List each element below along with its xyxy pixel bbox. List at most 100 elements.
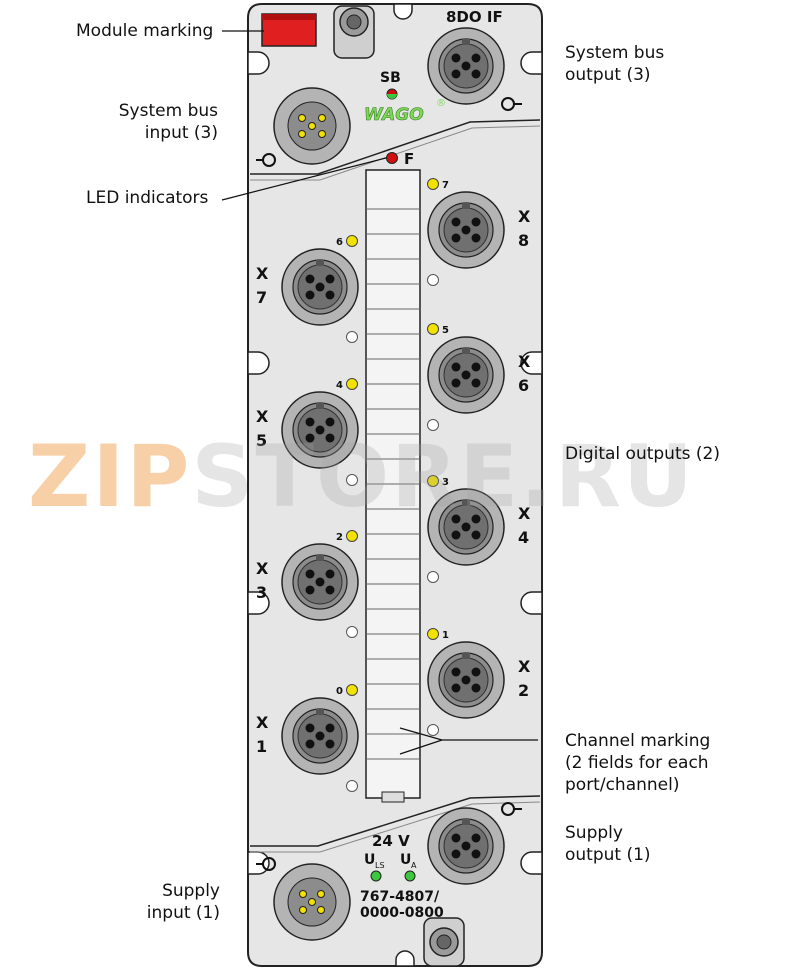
callout-system-bus-input: System bus input (3)	[100, 100, 218, 144]
connector-pin	[305, 290, 315, 300]
port-connector-x7	[281, 248, 359, 326]
supply-output-arrow-icon	[501, 802, 522, 816]
sb-label: SB	[380, 70, 401, 86]
module-name: 8DO IF	[446, 8, 503, 26]
registered-mark: ®	[436, 98, 446, 109]
port-led-7	[427, 178, 439, 190]
port-status-led	[346, 626, 358, 638]
connector-pin	[305, 274, 315, 284]
connector-pin	[305, 433, 315, 443]
port-x-label: X	[518, 352, 531, 371]
connector-pin	[451, 683, 461, 693]
port-connector-x3	[281, 543, 359, 621]
port-number-label: 1	[256, 737, 267, 756]
connector-pin	[451, 53, 461, 63]
callout-supply-output-line1: Supply	[565, 823, 623, 843]
port-x-label: X	[256, 559, 269, 578]
ua-label: U	[400, 852, 411, 868]
callout-channel-marking-line3: port/channel)	[565, 775, 680, 795]
callout-supply-input-line1: Supply	[162, 881, 220, 901]
connector-pin	[471, 378, 481, 388]
port-led-label: 1	[442, 630, 449, 641]
port-led-2	[346, 530, 358, 542]
upper-band	[250, 119, 541, 175]
connector-pin	[299, 890, 307, 898]
bottom-screw	[423, 917, 465, 967]
connector-pin	[305, 739, 315, 749]
connector-pin	[317, 906, 325, 914]
connector-pin	[471, 362, 481, 372]
connector-pin	[305, 417, 315, 427]
connector-pin	[318, 130, 326, 138]
port-x-label: X	[518, 207, 531, 226]
port-led-label: 4	[336, 380, 343, 391]
lower-band	[250, 795, 541, 847]
connector-pin	[305, 585, 315, 595]
connector-pin	[471, 833, 481, 843]
connector-pin	[325, 585, 335, 595]
brand-logo: WAGO	[364, 105, 424, 125]
strip-tab	[381, 791, 405, 803]
port-number-label: 7	[256, 288, 267, 307]
supply-input-arrow-icon	[256, 857, 276, 871]
connector-pin	[471, 530, 481, 540]
port-number-label: 6	[518, 376, 529, 395]
port-led-6	[346, 235, 358, 247]
callout-supply-input: Supply input (1)	[100, 880, 220, 924]
callout-system-bus-output-line2: output (3)	[565, 65, 651, 85]
connector-pin	[315, 731, 325, 741]
callout-supply-output: Supply output (1)	[565, 822, 651, 866]
connector-pin	[461, 61, 471, 71]
supply-input-connector	[273, 863, 351, 941]
port-connector-x8	[427, 191, 505, 269]
port-x-label: X	[256, 264, 269, 283]
port-connector-x4	[427, 488, 505, 566]
port-status-led	[427, 274, 439, 286]
connector-pin	[325, 290, 335, 300]
connector-pin	[325, 433, 335, 443]
connector-pin	[325, 569, 335, 579]
connector-pin	[451, 217, 461, 227]
port-x-label: X	[518, 657, 531, 676]
port-number-label: 4	[518, 528, 529, 547]
ua-led	[404, 870, 416, 882]
port-led-label: 7	[442, 180, 449, 191]
callout-supply-output-line2: output (1)	[565, 845, 651, 865]
connector-pin	[461, 225, 471, 235]
port-number-label: 3	[256, 583, 267, 602]
f-led	[386, 152, 398, 164]
connector-pin	[471, 217, 481, 227]
watermark: ZIPSTORE.RU	[28, 432, 788, 522]
uls-label: U	[364, 852, 375, 868]
port-led-label: 5	[442, 325, 449, 336]
port-connector-x1	[281, 697, 359, 775]
port-led-label: 3	[442, 477, 449, 488]
port-led-label: 6	[336, 237, 343, 248]
connector-pin	[451, 362, 461, 372]
port-led-label: 0	[336, 686, 343, 697]
callout-system-bus-input-line2: input (3)	[144, 123, 218, 143]
connector-pin	[451, 667, 461, 677]
top-screw	[333, 5, 375, 59]
supply-output-connector	[427, 807, 505, 885]
port-number-label: 8	[518, 231, 529, 250]
connectors	[273, 27, 505, 941]
leader-lines	[221, 30, 538, 755]
connector-pin	[299, 906, 307, 914]
port-status-led	[346, 780, 358, 792]
connector-pin	[451, 833, 461, 843]
callout-digital-outputs: Digital outputs (2)	[565, 444, 720, 464]
connector-pin	[461, 841, 471, 851]
part-number-line1: 767-4807/	[360, 889, 440, 905]
port-x-label: X	[518, 504, 531, 523]
port-led-1	[427, 628, 439, 640]
system-bus-output-connector	[427, 27, 505, 105]
watermark-part2: STORE.RU	[191, 427, 695, 527]
callout-supply-input-line2: input (1)	[146, 903, 220, 923]
connector-pin	[451, 530, 461, 540]
connector-pin	[298, 130, 306, 138]
connector-pin	[471, 667, 481, 677]
port-led-label: 2	[336, 532, 343, 543]
port-led-3	[427, 475, 439, 487]
